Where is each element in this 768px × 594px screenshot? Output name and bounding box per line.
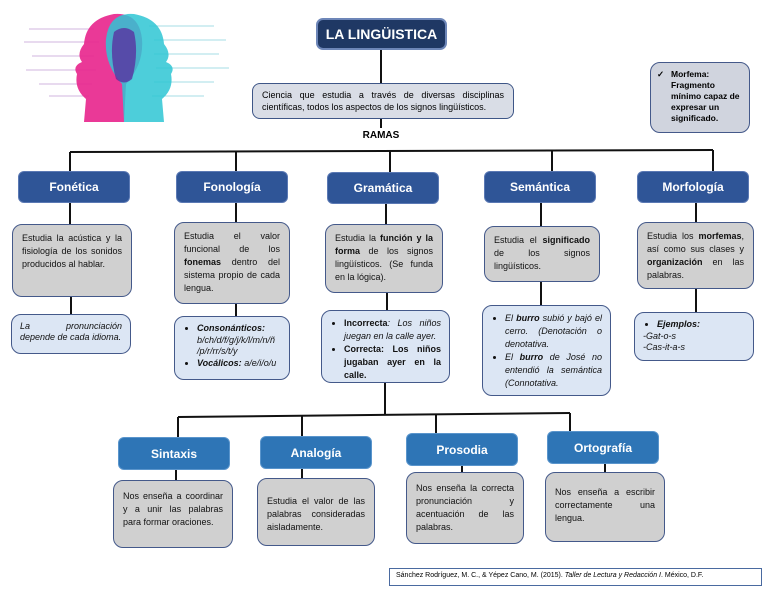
list-item: Ejemplos: — [657, 319, 745, 331]
morfema-note: ✓ Morfema: Fragmento mínimo capaz de exp… — [650, 62, 750, 133]
list-item: Correcta: Los niños jugaban ayer en la c… — [344, 343, 441, 382]
definition-box: Ciencia que estudia a través de diversas… — [252, 83, 514, 119]
citation: Sánchez Rodríguez, M. C., & Yépez Cano, … — [389, 568, 762, 586]
branch-morfologia: Morfología — [637, 171, 749, 203]
list-item: El burro subió y bajó el cerro. (Denotac… — [505, 312, 602, 351]
ortografia-description: Nos enseña a escribir correctamente una … — [545, 472, 665, 542]
branch-gramatica: Gramática — [327, 172, 439, 204]
branch-semantica: Semántica — [484, 171, 596, 203]
semantica-description: Estudia el significado de los signos lin… — [484, 226, 600, 282]
check-icon: ✓ — [657, 69, 665, 79]
subbranch-ortografia: Ortografía — [547, 431, 659, 464]
main-title-text: LA LINGÜISTICA — [325, 26, 438, 42]
morfologia-description: Estudia los morfemas, así como sus clase… — [637, 222, 754, 289]
subbranch-prosodia: Prosodia — [406, 433, 518, 466]
example-line: -Gat-o-s — [643, 330, 677, 341]
morfema-note-text: Morfema: Fragmento mínimo capaz de expre… — [671, 69, 740, 123]
list-item: Incorrecta: Los niños juegan en la calle… — [344, 317, 441, 343]
analogia-description: Estudia el valor de las palabras conside… — [257, 478, 375, 546]
fonologia-examples: Consonánticos:b/ch/d/f/g/j/k/l/m/n/ñ /p/… — [174, 316, 290, 380]
list-item: El burro de José no entendió la semántic… — [505, 351, 602, 390]
example-line: -Cas-it-a-s — [643, 342, 685, 352]
semantica-examples: El burro subió y bajó el cerro. (Denotac… — [482, 305, 611, 396]
fonetica-description: Estudia la acústica y la fisiología de l… — [12, 224, 132, 297]
fonologia-description: Estudia el valor funcional de los fonema… — [174, 222, 290, 304]
connector-ramas-bar — [69, 149, 714, 153]
list-item: Consonánticos:b/ch/d/f/g/j/k/l/m/n/ñ /p/… — [197, 323, 281, 358]
heads-illustration — [14, 4, 234, 123]
fonetica-example: La pronunciación depende de cada idioma. — [11, 314, 131, 354]
prosodia-description: Nos enseña la correcta pronunciación y a… — [406, 472, 524, 544]
list-item: Vocálicos: a/e/i/o/u — [197, 358, 281, 370]
ramas-label: RAMAS — [362, 130, 400, 141]
definition-text: Ciencia que estudia a través de diversas… — [262, 90, 504, 112]
main-title: LA LINGÜISTICA — [316, 18, 447, 50]
subbranch-sintaxis: Sintaxis — [118, 437, 230, 470]
sintaxis-description: Nos enseña a coordinar y a unir las pala… — [113, 480, 233, 548]
subbranch-analogia: Analogía — [260, 436, 372, 469]
branch-fonologia: Fonología — [176, 171, 288, 203]
gramatica-examples: Incorrecta: Los niños juegan en la calle… — [321, 310, 450, 383]
gramatica-description: Estudia la función y la forma de los sig… — [325, 224, 443, 293]
branch-fonetica: Fonética — [18, 171, 130, 203]
morfologia-examples: Ejemplos: -Gat-o-s -Cas-it-a-s — [634, 312, 754, 361]
